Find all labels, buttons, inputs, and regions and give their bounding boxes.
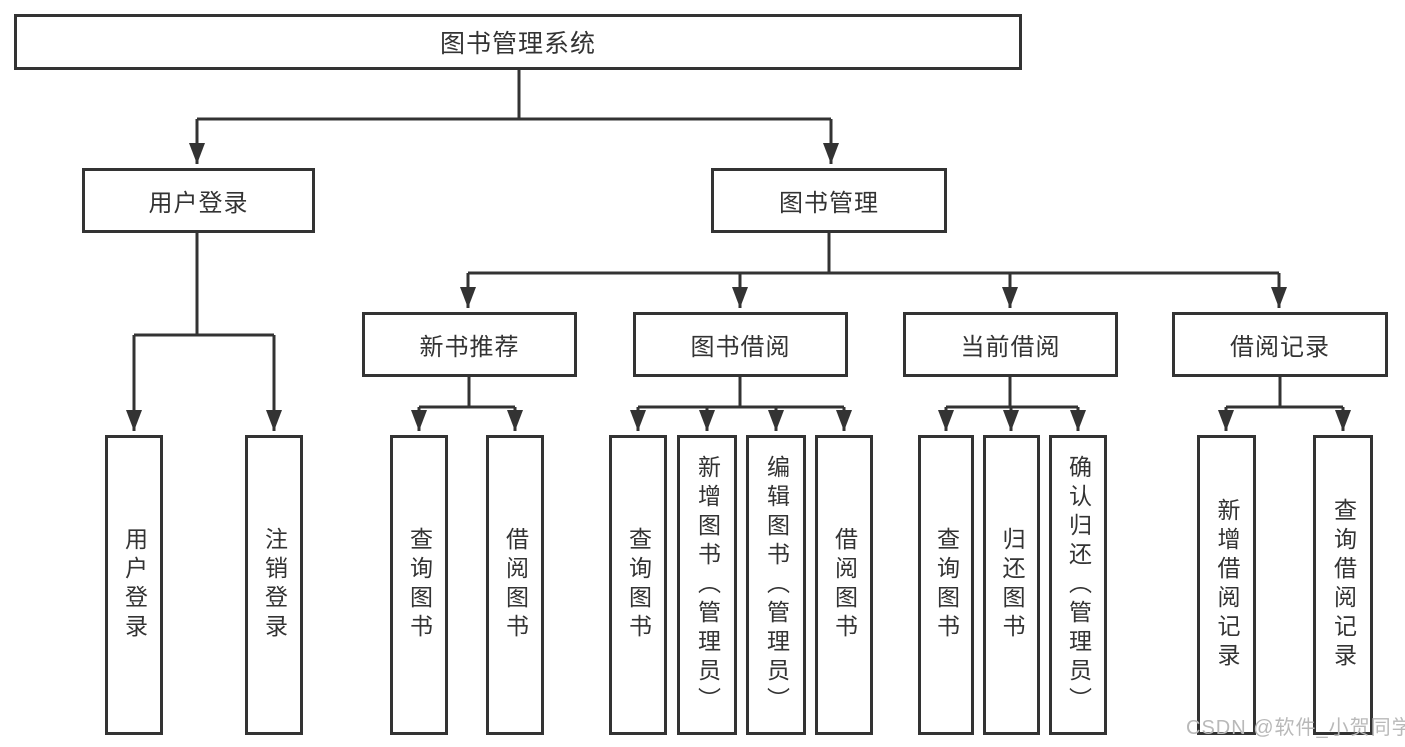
leaf-bb-borrow-books-label: 借阅图书 [831,527,858,643]
node-root: 图书管理系统 [14,14,1022,70]
node-current-borrowing: 当前借阅 [903,312,1118,377]
leaf-bb-edit-books-admin-label: 编辑图书（管理员） [763,454,790,716]
leaf-cb-return-books-label: 归还图书 [999,527,1025,643]
leaf-bb-add-books-admin-label: 新增图书（管理员） [694,454,721,716]
leaf-nbr-borrow-books: 借阅图书 [486,435,544,735]
leaf-cb-query-books-label: 查询图书 [933,527,960,643]
node-book-borrowing: 图书借阅 [633,312,848,377]
leaf-bb-borrow-books: 借阅图书 [815,435,873,735]
node-user-login-label: 用户登录 [148,190,249,217]
node-user-login: 用户登录 [82,168,315,233]
leaf-cb-return-books: 归还图书 [983,435,1040,735]
node-root-label: 图书管理系统 [439,30,596,58]
leaf-cb-confirm-return-admin: 确认归还（管理员） [1049,435,1107,735]
leaf-bb-edit-books-admin: 编辑图书（管理员） [746,435,806,735]
leaf-bb-add-books-admin: 新增图书（管理员） [677,435,737,735]
leaf-cb-query-books: 查询图书 [918,435,974,735]
node-new-book-recommend-label: 新书推荐 [419,334,520,361]
node-book-management-label: 图书管理 [779,190,879,217]
leaf-user-login-label: 用户登录 [121,527,148,643]
node-book-management: 图书管理 [711,168,947,233]
leaf-br-add-record-label: 新增借阅记录 [1214,498,1240,672]
leaf-br-query-record-label: 查询借阅记录 [1330,498,1357,672]
leaf-logout-label: 注销登录 [261,527,288,643]
leaf-logout: 注销登录 [245,435,303,735]
leaf-bb-query-books-label: 查询图书 [625,527,652,643]
leaf-nbr-query-books-label: 查询图书 [406,527,433,643]
node-book-borrowing-label: 图书借阅 [690,334,791,361]
csdn-watermark: CSDN @软件_小贺同学 [1186,717,1405,739]
node-borrowing-records: 借阅记录 [1172,312,1388,377]
node-borrowing-records-label: 借阅记录 [1230,334,1330,361]
node-new-book-recommend: 新书推荐 [362,312,577,377]
leaf-cb-confirm-return-admin-label: 确认归还（管理员） [1065,454,1092,716]
leaf-user-login: 用户登录 [105,435,163,735]
leaf-bb-query-books: 查询图书 [609,435,667,735]
leaf-nbr-query-books: 查询图书 [390,435,448,735]
leaf-br-query-record: 查询借阅记录 [1313,435,1373,735]
node-current-borrowing-label: 当前借阅 [960,334,1061,361]
leaf-br-add-record: 新增借阅记录 [1197,435,1256,735]
leaf-nbr-borrow-books-label: 借阅图书 [502,527,529,643]
